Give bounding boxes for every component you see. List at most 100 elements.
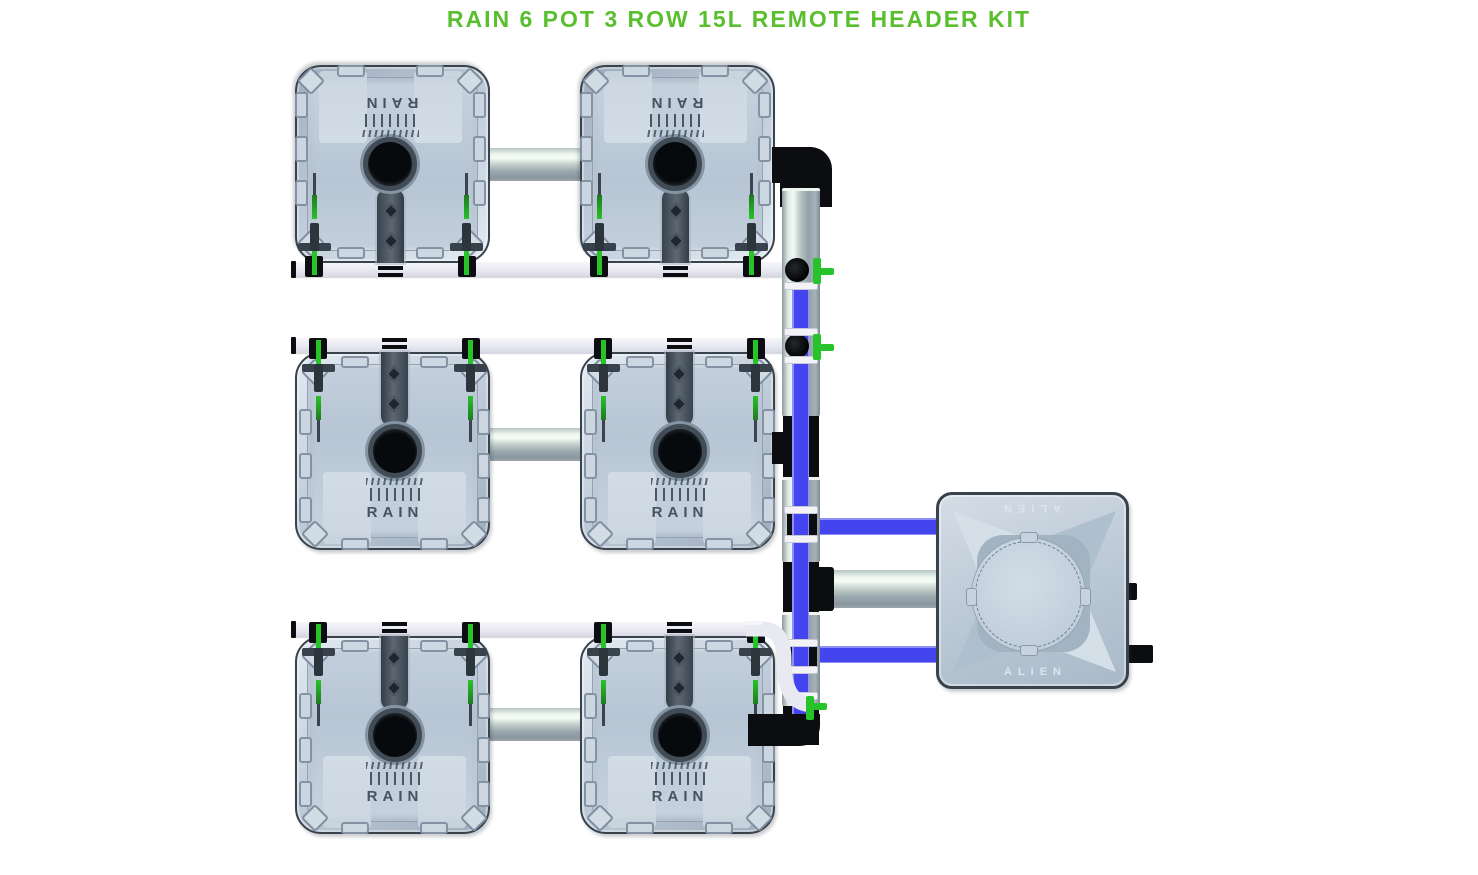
dripper-tube bbox=[749, 195, 754, 219]
interpot-pipe-row-1 bbox=[486, 148, 584, 181]
pot-reflection-panel bbox=[418, 756, 466, 828]
pipe-clip bbox=[667, 622, 692, 626]
pot-edge-tab bbox=[299, 409, 312, 435]
pot-edge-tab bbox=[477, 737, 490, 763]
pot-edge-tab bbox=[477, 693, 490, 719]
pot-edge-tab bbox=[584, 453, 597, 479]
pot-edge-tab bbox=[705, 538, 733, 550]
dripper bbox=[735, 173, 768, 275]
grow-pot-r2c2: RAIN bbox=[580, 338, 775, 550]
pot-brand-label: RAIN bbox=[366, 788, 424, 805]
drip-channel bbox=[666, 352, 693, 426]
pot-edge-tab bbox=[477, 409, 490, 435]
grow-pot-r1c1: RAIN bbox=[295, 65, 490, 277]
pot-edge-tab bbox=[299, 693, 312, 719]
channel-diamond bbox=[385, 679, 403, 697]
dripper-tube bbox=[464, 195, 469, 219]
pot-edge-tab bbox=[584, 781, 597, 807]
grow-pot-r3c1: RAIN bbox=[295, 622, 490, 834]
dripper-holder bbox=[466, 364, 475, 392]
drip-channel bbox=[662, 189, 689, 263]
pot-edge-tab bbox=[584, 497, 597, 523]
pot-edge-tab bbox=[299, 497, 312, 523]
pot-edge-tab bbox=[299, 737, 312, 763]
pot-lid-hole bbox=[368, 708, 422, 762]
tee-fitting-green bbox=[813, 334, 821, 360]
pipe-clamp bbox=[784, 506, 818, 514]
dripper-holder bbox=[462, 223, 471, 251]
tank-lid-clip bbox=[1080, 588, 1091, 606]
dripper-tail bbox=[754, 420, 757, 442]
pot-vent-zigzag bbox=[366, 762, 424, 769]
dripper-tube bbox=[601, 396, 606, 420]
channel-diamond bbox=[670, 679, 688, 697]
pot-edge-tab bbox=[580, 180, 593, 206]
dripper-tail bbox=[602, 704, 605, 726]
pot-edge-tab bbox=[758, 136, 771, 162]
pot-lid-hole bbox=[653, 708, 707, 762]
tank-brand-label: ALIEN bbox=[1004, 666, 1067, 678]
pot-edge-tab bbox=[341, 356, 369, 368]
dripper-tail bbox=[602, 420, 605, 442]
pot-brand-label: RAIN bbox=[651, 788, 709, 805]
riser-inlet-port bbox=[785, 334, 809, 358]
pot-reflection-panel bbox=[703, 756, 751, 828]
interpot-pipe-row-3 bbox=[486, 708, 584, 741]
pot-edge-tab bbox=[622, 65, 650, 77]
drip-channel bbox=[666, 636, 693, 710]
blue-return-pipe-bottom bbox=[806, 646, 938, 663]
pot-edge-tab bbox=[762, 453, 775, 479]
pot-edge-tab bbox=[626, 538, 654, 550]
dripper bbox=[302, 624, 335, 726]
pipe-clip bbox=[667, 345, 692, 349]
channel-diamond bbox=[385, 395, 403, 413]
dripper-tube bbox=[753, 680, 758, 704]
pot-edge-tab bbox=[473, 136, 486, 162]
tank-lid-clip bbox=[1020, 645, 1038, 656]
pipe-end-cap bbox=[291, 621, 296, 638]
pot-edge-tab bbox=[420, 356, 448, 368]
pot-edge-tab bbox=[580, 136, 593, 162]
pot-edge-tab bbox=[477, 781, 490, 807]
channel-diamond bbox=[382, 202, 400, 220]
pot-edge-tab bbox=[762, 409, 775, 435]
dripper-tail bbox=[469, 420, 472, 442]
tank-feed-pipe bbox=[830, 570, 938, 608]
dripper-tail bbox=[750, 173, 753, 195]
blue-return-pipe-top bbox=[806, 518, 938, 535]
pot-edge-tab bbox=[473, 180, 486, 206]
dripper bbox=[450, 173, 483, 275]
dripper-tail bbox=[465, 173, 468, 195]
header-tank: ALIEN ALIEN bbox=[936, 492, 1129, 689]
pot-reflection-panel bbox=[608, 472, 656, 544]
pot-vent-grille bbox=[365, 114, 415, 127]
dripper-tail bbox=[469, 704, 472, 726]
dripper-tail bbox=[317, 704, 320, 726]
pot-vent-zigzag bbox=[646, 130, 704, 137]
dripper bbox=[302, 340, 335, 442]
tee-fitting-green bbox=[813, 258, 821, 284]
drip-channel bbox=[377, 189, 404, 263]
pot-edge-tab bbox=[420, 538, 448, 550]
pot-edge-tab bbox=[477, 453, 490, 479]
dripper-tail bbox=[317, 420, 320, 442]
tee-fitting-green bbox=[820, 344, 834, 351]
dripper-holder bbox=[751, 364, 760, 392]
pipe-clamp bbox=[784, 328, 818, 336]
pot-brand-label: RAIN bbox=[361, 94, 419, 111]
pot-edge-tab bbox=[762, 497, 775, 523]
pot-vent-grille bbox=[655, 772, 705, 785]
pipe-clip bbox=[667, 629, 692, 633]
pot-edge-tab bbox=[705, 640, 733, 652]
pot-edge-tab bbox=[705, 356, 733, 368]
dripper-tube bbox=[468, 396, 473, 420]
feed-pipe-row-3 bbox=[294, 622, 752, 637]
pipe-clip bbox=[382, 345, 407, 349]
dripper-tail bbox=[313, 173, 316, 195]
dripper-holder bbox=[747, 223, 756, 251]
pot-edge-tab bbox=[295, 180, 308, 206]
pot-vent-zigzag bbox=[651, 478, 709, 485]
kit-title: RAIN 6 POT 3 ROW 15L REMOTE HEADER KIT bbox=[446, 6, 1032, 32]
pot-lid-hole bbox=[653, 424, 707, 478]
channel-diamond bbox=[670, 649, 688, 667]
